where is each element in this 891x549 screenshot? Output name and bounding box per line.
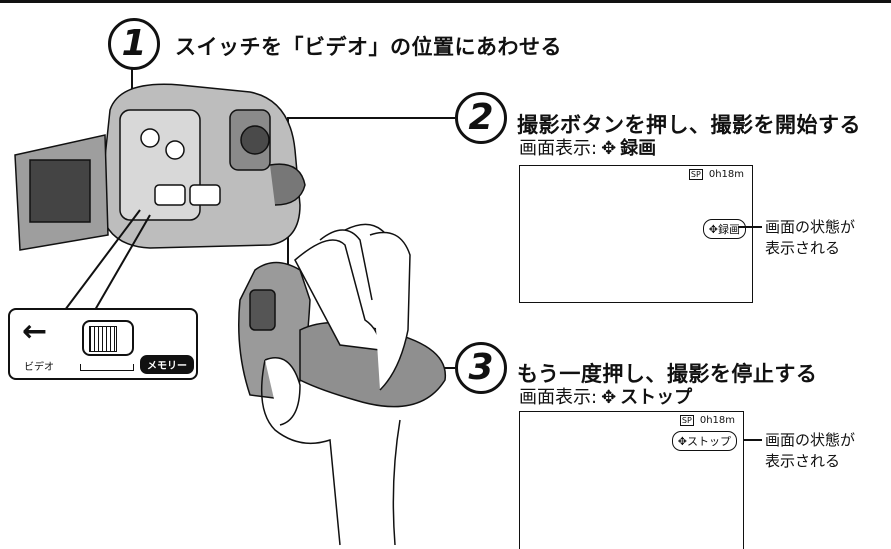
lcd-screen: SP 0h18m ✥ストップ: [519, 411, 744, 549]
screen-meta: SP 0h18m: [688, 169, 744, 180]
camcorder-illustration: [14, 83, 306, 251]
display-label: 画面表示:: [519, 138, 598, 159]
step-number: 3: [468, 347, 494, 388]
remaining-time: 0h18m: [699, 415, 735, 426]
step-circle: 1: [108, 18, 160, 70]
sp-mode: SP: [688, 169, 703, 180]
switch-track: [80, 364, 134, 371]
step-circle: 3: [455, 342, 507, 394]
display-value: 録画: [620, 138, 657, 159]
remaining-time: 0h18m: [708, 169, 744, 180]
status-badge: ✥ストップ: [671, 431, 737, 451]
step-circle: 2: [455, 92, 507, 144]
slide-switch: [82, 320, 134, 356]
sp-mode: SP: [679, 415, 694, 426]
status-badge: ✥録画: [702, 219, 746, 239]
switch-label-memory: メモリー: [140, 355, 194, 374]
screen-meta: SP 0h18m: [679, 415, 735, 426]
step-1-text: スイッチを「ビデオ」の位置にあわせる: [175, 35, 562, 59]
lcd-screen: SP 0h18m ✥録画: [519, 165, 753, 303]
display-value: ストップ: [620, 387, 693, 408]
switch-label-video: ビデオ: [24, 362, 54, 373]
screen-note: 画面の状態が表示される: [765, 431, 856, 470]
switch-inset: ← ビデオ メモリー: [8, 308, 198, 380]
step-number: 2: [468, 97, 494, 138]
step-3-text: もう一度押し、撮影を停止する: [517, 362, 818, 386]
arrow-left-icon: ←: [22, 314, 48, 349]
screen-note: 画面の状態が表示される: [765, 218, 856, 257]
display-label: 画面表示:: [519, 387, 598, 408]
step-2-display: 画面表示:✥録画: [519, 134, 656, 160]
step-2-text: 撮影ボタンを押し、撮影を開始する: [517, 113, 861, 137]
record-icon: ✥: [601, 387, 617, 408]
top-rule: [0, 0, 891, 3]
step-number: 1: [121, 23, 147, 64]
record-icon: ✥: [601, 138, 617, 159]
step-3-display: 画面表示:✥ストップ: [519, 383, 692, 409]
hand-illustration: [238, 223, 446, 546]
